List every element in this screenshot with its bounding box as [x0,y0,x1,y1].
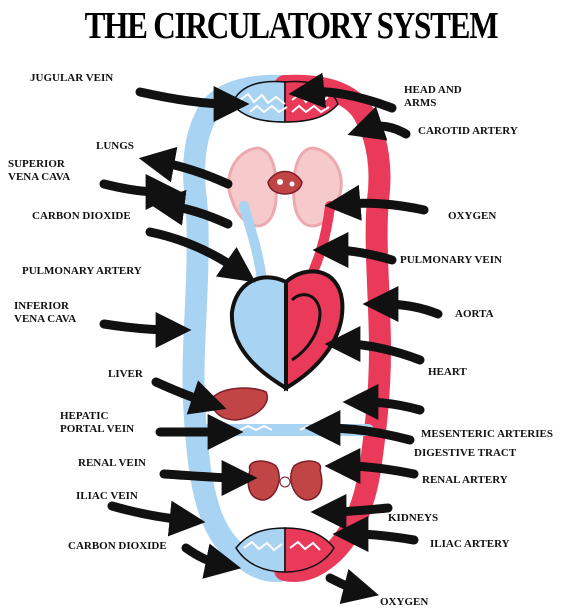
arrow-oxygen-bottom [330,578,358,590]
label-liver: LIVER [108,368,143,380]
label-pulmonary-artery: PULMONARY ARTERY [22,265,142,277]
kidneys-shape [248,461,322,500]
label-kidneys: KIDNEYS [388,512,438,524]
label-heart: HEART [428,366,467,378]
arrow-renal-vein [164,474,236,478]
label-lungs: LUNGS [96,140,134,152]
arrow-renal-artery [346,466,414,474]
label-head-and-arms-line2: ARMS [404,97,436,109]
label-oxygen-top: OXYGEN [448,210,496,222]
label-carbon-dioxide-bottom: CARBON DIOXIDE [68,540,167,552]
label-mesenteric-arteries: MESENTERIC ARTERIES [421,428,553,440]
label-iliac-vein: ILIAC VEIN [76,490,138,502]
label-superior-vena-cava-line2: VENA CAVA [8,171,70,183]
label-carotid-artery: CAROTID ARTERY [418,125,518,137]
label-inferior-vena-cava-line1: INFERIOR [14,300,69,312]
label-iliac-artery: ILIAC ARTERY [430,538,510,550]
label-superior-vena-cava-line1: SUPERIOR [8,158,65,170]
label-jugular-vein: JUGULAR VEIN [30,72,113,84]
arrow-iliac-artery [354,534,414,540]
label-head-and-arms-line1: HEAD AND [404,84,462,96]
diagram-title: THE CIRCULATORY SYSTEM [52,4,529,48]
label-hepatic-portal-vein-line2: PORTAL VEIN [60,423,134,435]
arrow-aorta [384,304,438,314]
label-renal-artery: RENAL ARTERY [422,474,508,486]
label-aorta: AORTA [455,308,494,320]
label-digestive-tract: DIGESTIVE TRACT [414,447,516,459]
arrow-superior-vena-cava [104,184,160,192]
label-pulmonary-vein: PULMONARY VEIN [400,254,502,266]
label-carbon-dioxide-top: CARBON DIOXIDE [32,210,131,222]
arrow-kidneys [332,508,388,512]
heart-shape [232,271,343,388]
liver-shape [212,388,268,420]
arrow-carbon-dioxide-bottom [186,548,220,564]
arrow-iliac-vein [112,506,184,520]
label-renal-vein: RENAL VEIN [78,457,146,469]
label-inferior-vena-cava-line2: VENA CAVA [14,313,76,325]
arrow-inferior-vena-cava [104,324,170,330]
label-hepatic-portal-vein-line1: HEPATIC [60,410,109,422]
label-oxygen-bottom: OXYGEN [380,596,428,608]
